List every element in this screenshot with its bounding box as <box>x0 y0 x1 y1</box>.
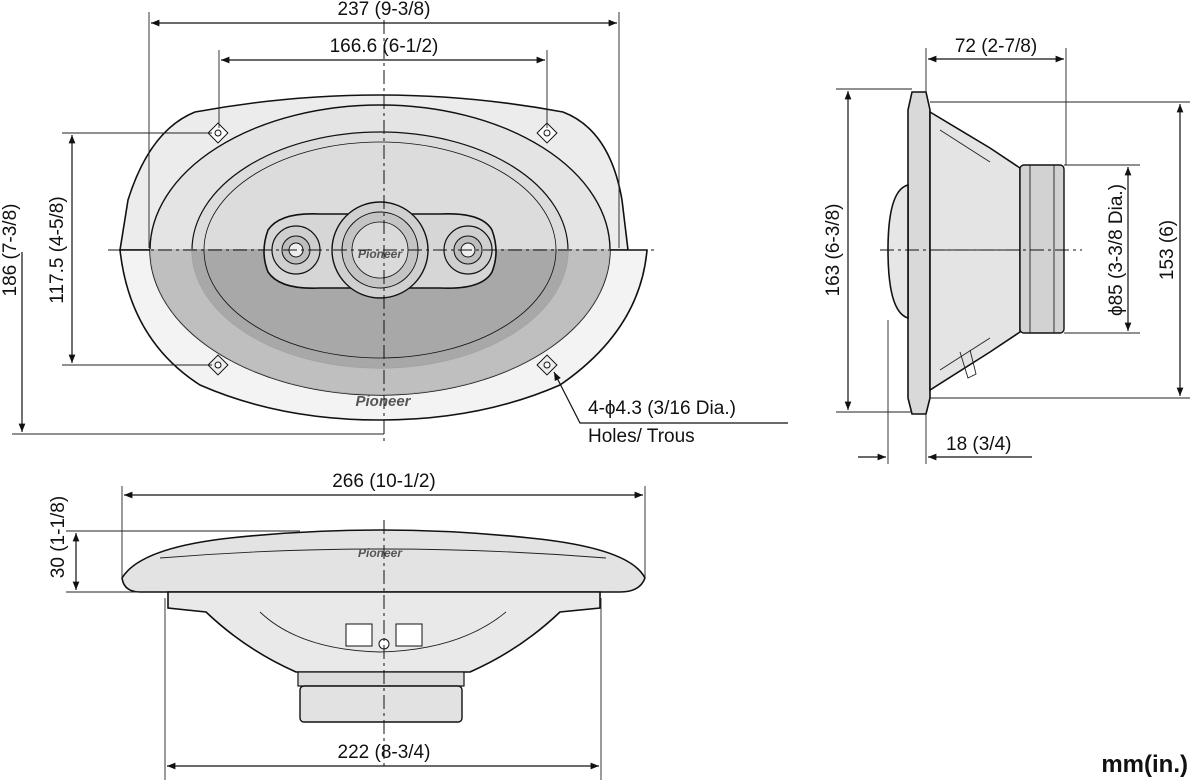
mounting-hole-bottom-right <box>536 354 558 376</box>
label-overall-width: 237 (9-3/8) <box>338 0 431 20</box>
bottom-view-brand: Pioneer <box>358 546 403 560</box>
bottom-view: Pioneer 266 (10-1/2) 30 (1-1/8) 222 (8-3… <box>48 471 646 780</box>
label-height-outer: 163 (6-3/8) <box>823 204 844 297</box>
mounting-hole-bottom-left <box>207 354 229 376</box>
bottom-terminals <box>345 623 423 650</box>
mounting-hole-top-right <box>536 122 558 144</box>
bottom-magnet-plate <box>297 671 465 687</box>
side-view: 72 (2-7/8) 163 (6-3/8) ϕ85 (3-3/8 Dia.) … <box>823 36 1190 464</box>
side-grille <box>887 183 909 320</box>
label-hole-height: 117.5 (4-5/8) <box>47 196 68 303</box>
label-holes-spec: 4-ϕ4.3 (3/16 Dia.) <box>588 398 736 419</box>
side-terminal <box>959 349 977 379</box>
side-basket <box>929 110 1021 392</box>
label-flange-height: 30 (1-1/8) <box>48 496 69 578</box>
label-flange-depth: 18 (3/4) <box>946 434 1011 455</box>
label-height-inner: 153 (6) <box>1157 220 1178 280</box>
side-magnet <box>1019 164 1065 334</box>
units-label: mm(in.) <box>1101 751 1188 778</box>
label-basket-width: 222 (8-3/4) <box>338 742 431 763</box>
holes-leader-line <box>553 371 788 424</box>
label-overall-height: 186 (7-3/8) <box>0 204 21 297</box>
label-hole-spacing: 166.6 (6-1/2) <box>330 36 439 57</box>
label-depth: 72 (2-7/8) <box>955 36 1037 57</box>
mounting-hole-top-left <box>207 122 229 144</box>
label-flange-width: 266 (10-1/2) <box>332 471 436 492</box>
bottom-magnet <box>299 685 463 723</box>
label-holes-name: Holes/ Trous <box>588 426 695 447</box>
label-magnet-dia: ϕ85 (3-3/8 Dia.) <box>1106 184 1127 316</box>
center-brand-logo: Pioneer <box>358 247 403 261</box>
bottom-flange <box>121 529 646 593</box>
side-flange <box>907 91 931 415</box>
front-view: Pioneer Pioneer <box>0 0 788 447</box>
